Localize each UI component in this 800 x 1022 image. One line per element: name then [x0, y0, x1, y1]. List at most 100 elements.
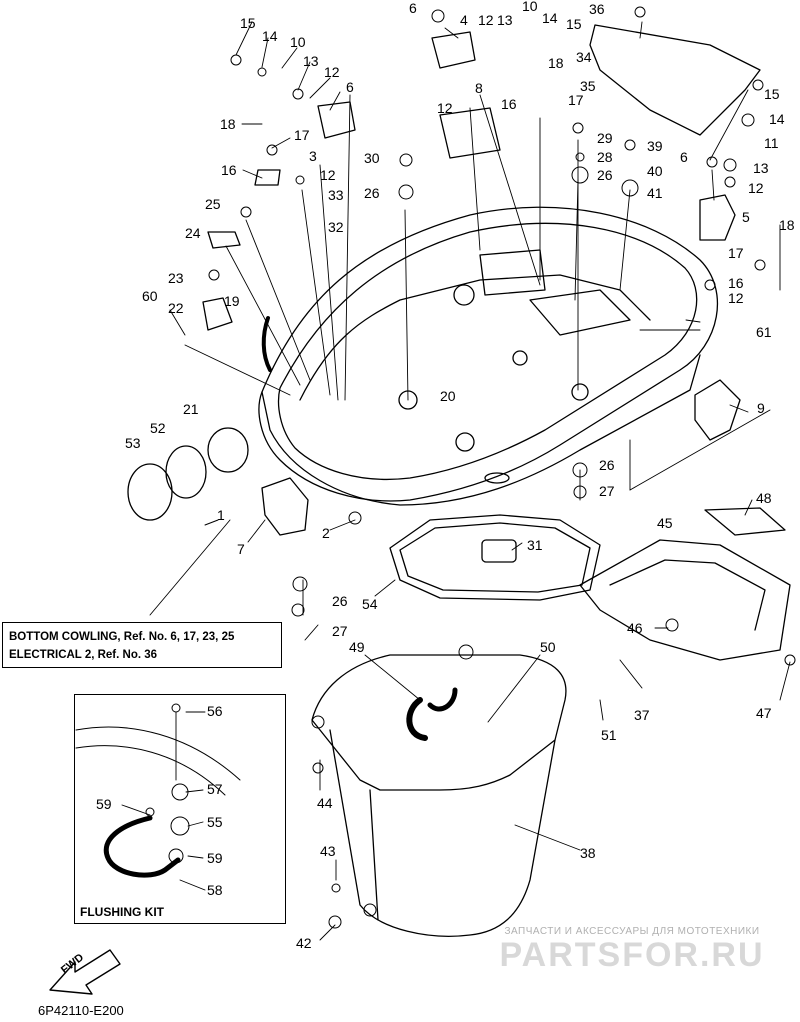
mount-bracket [439, 107, 501, 159]
callout-38: 38 [580, 845, 596, 861]
callout-49: 49 [349, 639, 365, 655]
bracket-plate [589, 24, 761, 136]
fwd-arrow [49, 949, 121, 995]
grommet-hole [453, 284, 475, 306]
rubber-grommet [694, 379, 741, 441]
lower-cover-seam [369, 789, 379, 921]
callout-53: 53 [125, 435, 141, 451]
diagram-code: 6P42110-E200 [38, 1003, 124, 1018]
callout-19: 19 [224, 293, 240, 309]
lower-cover [311, 654, 567, 791]
callout-6: 6 [680, 149, 688, 165]
callout-59: 59 [96, 796, 112, 812]
watermark-tagline: ЗАПЧАСТИ И АКСЕССУАРЫ ДЛЯ МОТОТЕХНИКИ [504, 926, 760, 937]
grommet [481, 539, 517, 563]
callout-9: 9 [757, 400, 765, 416]
callout-59: 59 [207, 850, 223, 866]
callout-12: 12 [478, 12, 494, 28]
switch-assembly [431, 31, 476, 69]
callout-26: 26 [364, 185, 380, 201]
callout-50: 50 [540, 639, 556, 655]
bracket-inner [609, 559, 766, 631]
callout-45: 45 [657, 515, 673, 531]
callout-44: 44 [317, 795, 333, 811]
lower-cover-body [329, 729, 556, 937]
callout-31: 31 [527, 537, 543, 553]
callout-6: 6 [409, 0, 417, 16]
callout-60: 60 [142, 288, 158, 304]
callout-14: 14 [262, 28, 278, 44]
callout-58: 58 [207, 882, 223, 898]
callout-1: 1 [217, 507, 225, 523]
drain-hole [484, 472, 510, 484]
cowling-inner-wall [299, 274, 651, 401]
callout-43: 43 [320, 843, 336, 859]
callout-51: 51 [601, 727, 617, 743]
callout-61: 61 [756, 324, 772, 340]
callout-13: 13 [303, 53, 319, 69]
watermark: ЗАПЧАСТИ И АКСЕССУАРЫ ДЛЯ МОТОТЕХНИКИ PA… [472, 926, 792, 973]
cowling-box [529, 289, 631, 336]
callout-24: 24 [185, 225, 201, 241]
callout-14: 14 [769, 111, 785, 127]
callout-54: 54 [362, 596, 378, 612]
grommet-hole [455, 432, 475, 452]
callout-55: 55 [207, 814, 223, 830]
bottom-cowling-skirt [261, 354, 701, 506]
callout-26: 26 [597, 167, 613, 183]
callout-12: 12 [748, 180, 764, 196]
callout-26: 26 [599, 457, 615, 473]
callout-34: 34 [576, 49, 592, 65]
callout-12: 12 [728, 290, 744, 306]
callout-17: 17 [568, 92, 584, 108]
callout-52: 52 [150, 420, 166, 436]
callout-57: 57 [207, 781, 223, 797]
bottom-cowling-outer-rim [258, 206, 719, 502]
callout-3: 3 [309, 148, 317, 164]
callout-18: 18 [220, 116, 236, 132]
callout-30: 30 [364, 150, 380, 166]
callout-29: 29 [597, 130, 613, 146]
callout-21: 21 [183, 401, 199, 417]
hose [427, 687, 458, 712]
callout-28: 28 [597, 149, 613, 165]
callout-26: 26 [332, 593, 348, 609]
callout-35: 35 [580, 78, 596, 94]
gasket [704, 507, 786, 536]
callout-33: 33 [328, 187, 344, 203]
callout-41: 41 [647, 185, 663, 201]
bottom-cowling-inner-rim [277, 222, 698, 481]
callout-42: 42 [296, 935, 312, 951]
callout-48: 48 [756, 490, 772, 506]
callout-16: 16 [221, 162, 237, 178]
rubber-seal [389, 514, 601, 601]
reference-note-line: ELECTRICAL 2, Ref. No. 36 [9, 649, 158, 661]
callout-39: 39 [647, 138, 663, 154]
callout-36: 36 [589, 1, 605, 17]
callout-7: 7 [237, 541, 245, 557]
callout-4: 4 [460, 12, 468, 28]
callout-27: 27 [332, 623, 348, 639]
bracket [579, 539, 791, 661]
plug-body [207, 427, 249, 473]
callout-12: 12 [437, 100, 453, 116]
callout-17: 17 [728, 245, 744, 261]
callout-16: 16 [501, 96, 517, 112]
switch-assembly [699, 194, 736, 241]
callout-32: 32 [328, 219, 344, 235]
callout-11: 11 [764, 135, 779, 151]
rubber-seal-inner [399, 522, 591, 593]
clip [254, 169, 281, 186]
callout-labels: 15 14 10 13 12 6 18 17 3 12 16 33 32 30 … [96, 0, 795, 951]
flushing-kit-title: FLUSHING KIT [80, 905, 164, 919]
callout-18: 18 [779, 217, 795, 233]
flushing-kit-cowl-arc [75, 745, 226, 796]
reference-note-line: BOTTOM COWLING, Ref. No. 6, 17, 23, 25 [9, 631, 235, 643]
grommet-hole [512, 350, 528, 366]
callout-12: 12 [320, 167, 336, 183]
callout-40: 40 [647, 163, 663, 179]
callout-17: 17 [294, 127, 310, 143]
boot [165, 445, 207, 499]
reference-note-box: BOTTOM COWLING, Ref. No. 6, 17, 23, 25 E… [2, 622, 282, 668]
